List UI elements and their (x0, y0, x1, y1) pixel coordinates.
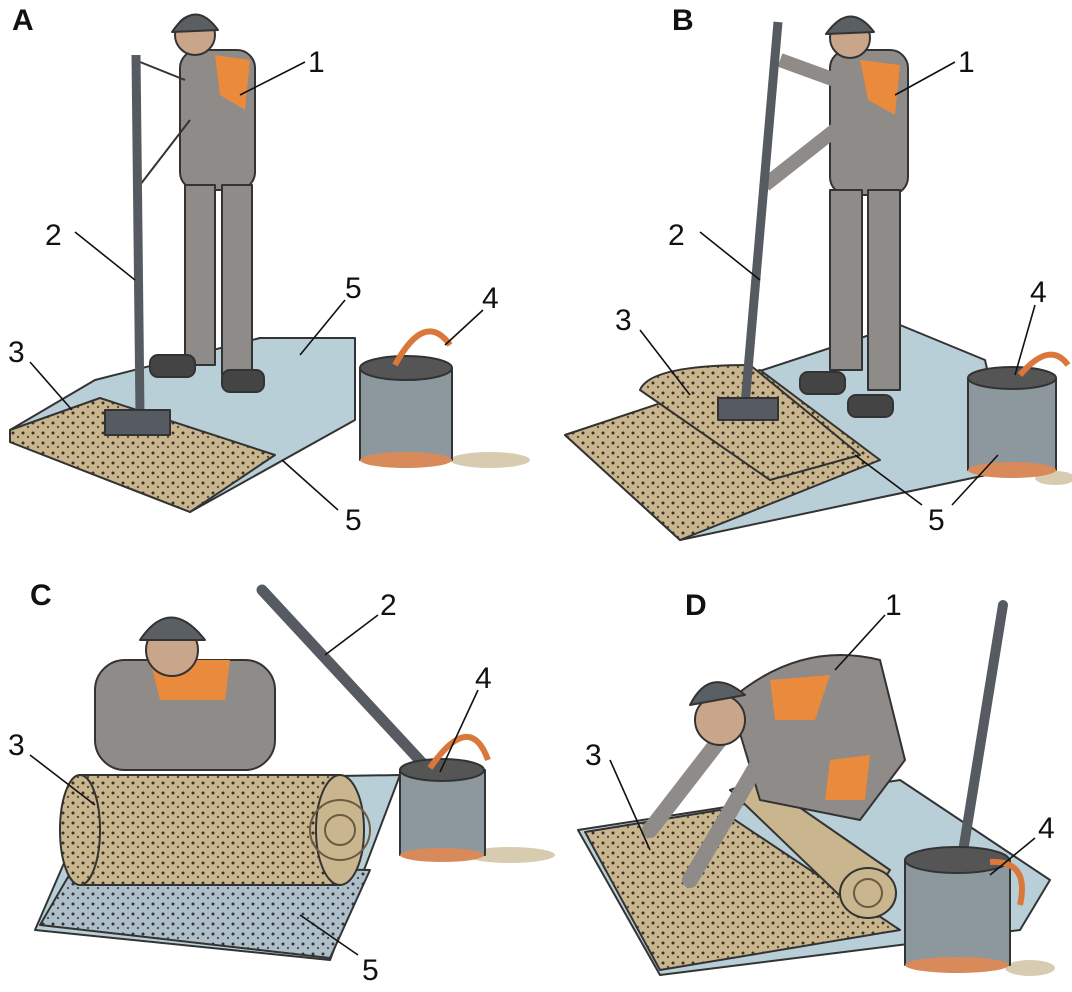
tamper-pole (256, 584, 444, 786)
panel-letter: B (672, 4, 694, 37)
tamper-pole (131, 54, 145, 416)
worker (134, 13, 265, 393)
panel-letter: D (685, 589, 707, 622)
bucket (967, 351, 1072, 485)
bucket (399, 733, 555, 863)
callout-3: 3 (615, 304, 632, 337)
callouts: 1 2 3 4 5 5 (8, 46, 499, 537)
tamper-pole (740, 21, 783, 406)
callout-5: 5 (345, 504, 362, 537)
callout-4: 4 (1038, 812, 1055, 845)
gravel-layer (9, 397, 276, 513)
rolled-gravel (639, 364, 861, 481)
callout-3: 3 (8, 729, 25, 762)
callout-2: 2 (380, 589, 397, 622)
gravel-roll (59, 774, 371, 886)
bucket (904, 846, 1055, 976)
callout-5: 5 (362, 954, 379, 987)
callout-5: 5 (928, 504, 945, 537)
callout-3: 3 (585, 739, 602, 772)
callout-2: 2 (668, 219, 685, 252)
callouts: 1 3 4 (585, 589, 1055, 876)
callout-4: 4 (1030, 276, 1047, 309)
tamper-head (717, 397, 779, 421)
panel-d: D 1 3 4 (577, 589, 1055, 976)
gravel-roll (729, 779, 897, 919)
callout-2: 2 (45, 219, 62, 252)
worker (642, 654, 906, 888)
callout-3: 3 (8, 336, 25, 369)
gravel-layer (584, 809, 901, 971)
worker (760, 15, 909, 418)
panel-a: A 1 2 3 (8, 4, 530, 537)
callout-1: 1 (958, 46, 975, 79)
gravel-layer (39, 864, 371, 959)
panel-letter: C (30, 579, 52, 612)
bucket (359, 328, 530, 468)
callout-1: 1 (885, 589, 902, 622)
callout-1: 1 (308, 46, 325, 79)
tamper-pole (955, 600, 1008, 875)
callout-4: 4 (482, 282, 499, 315)
callout-5: 5 (345, 272, 362, 305)
callouts: 2 3 4 5 (8, 589, 492, 987)
panel-b: B 1 2 3 (564, 4, 1072, 541)
panel-letter: A (12, 4, 34, 37)
worker (94, 616, 276, 771)
tamper-head (104, 409, 171, 436)
panel-c: C 2 3 4 (8, 579, 555, 987)
callout-4: 4 (475, 662, 492, 695)
callouts: 1 2 3 4 5 (615, 46, 1047, 537)
